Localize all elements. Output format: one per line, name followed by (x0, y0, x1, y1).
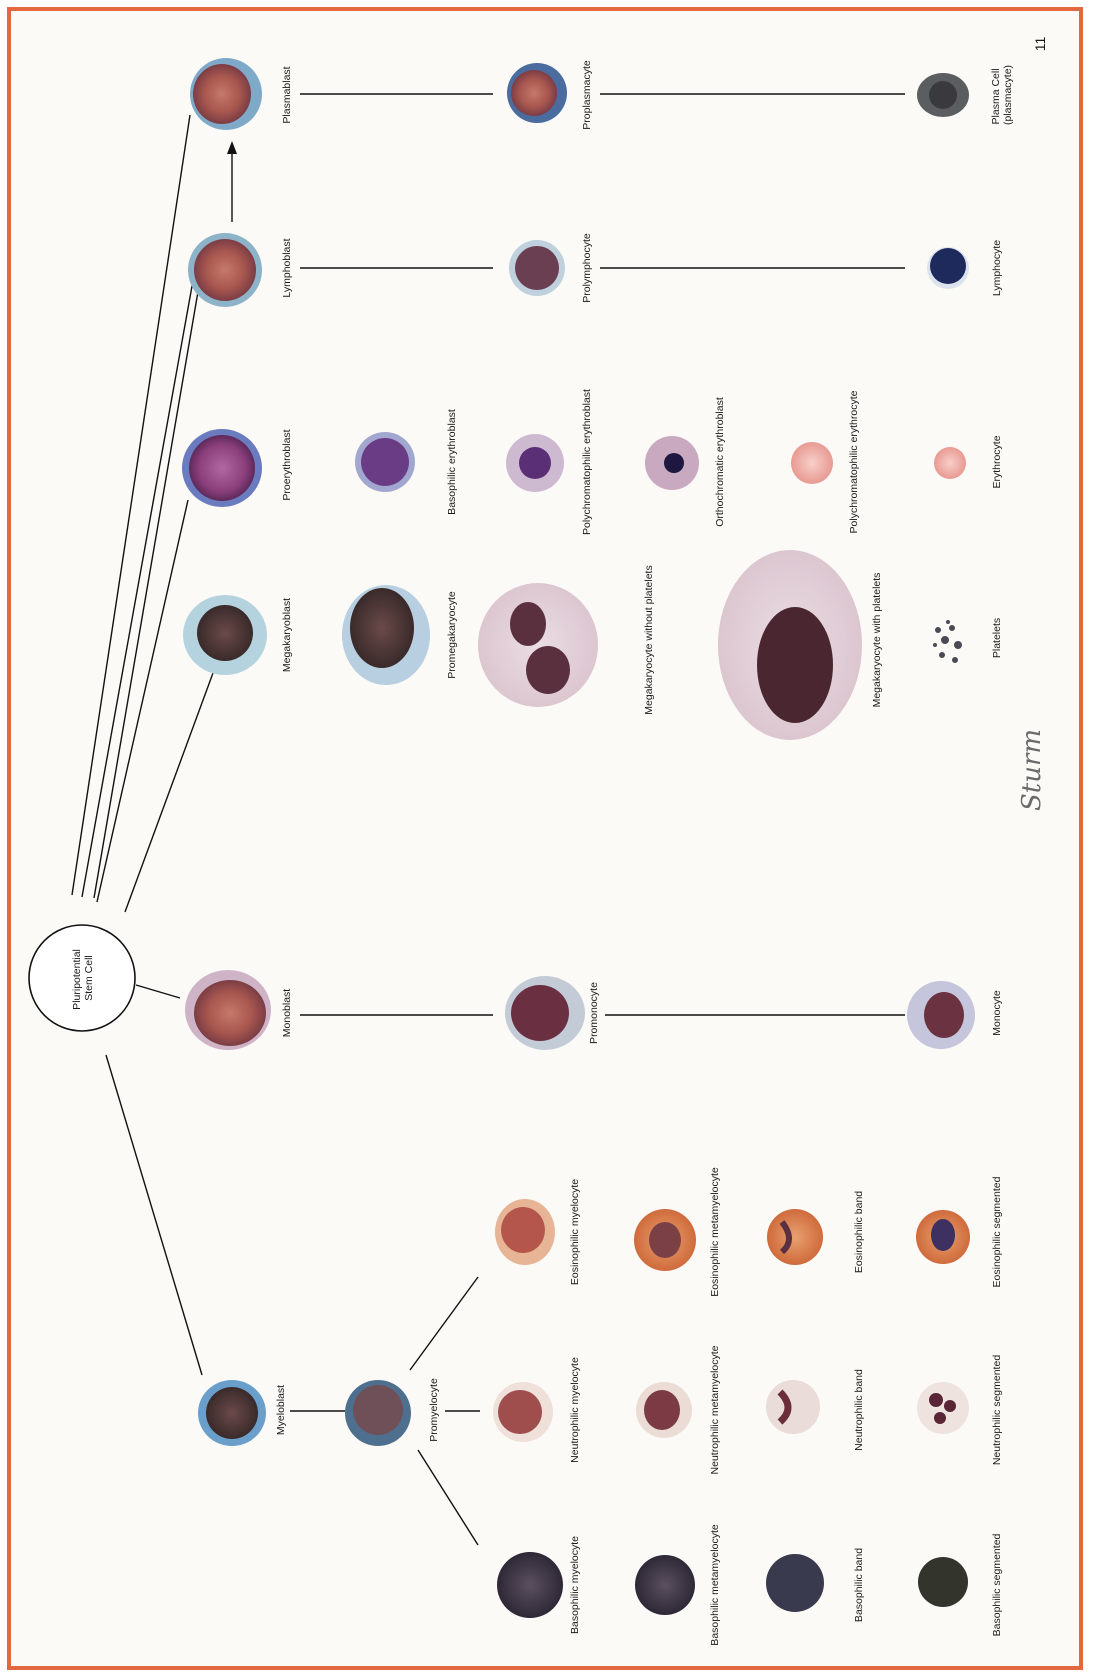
monoblast-cell-image (185, 970, 271, 1050)
label-neutrophilic-myelocyte: Neutrophilic myelocyte (569, 1357, 581, 1463)
connector-stem-lymphoblast-b (94, 280, 200, 898)
erythrocyte-cell-image (934, 447, 966, 479)
neutrophilic-segmented-cell-image (917, 1382, 969, 1434)
eosinophilic-segmented-cell-image (916, 1210, 970, 1264)
label-eosinophilic-myelocyte: Eosinophilic myelocyte (569, 1179, 581, 1285)
promyelocyte-cell-image (345, 1380, 411, 1446)
label-orthochromatic-erythroblast: Orthochromatic erythroblast (714, 397, 726, 527)
label-basophilic-erythroblast: Basophilic erythroblast (446, 409, 458, 515)
artist-signature: Sturm (1017, 729, 1047, 811)
megakaryocyte-with-platelets-cell-image (718, 550, 862, 740)
plasma-cell-cell-image (917, 73, 969, 117)
basophilic-segmented-cell-image (918, 1557, 968, 1607)
proplasmacyte-cell-image (507, 63, 567, 123)
label-lymphoblast: Lymphoblast (281, 238, 293, 297)
eosinophilic-band-cell-image (767, 1209, 823, 1265)
label-proplasmacyte: Proplasmacyte (581, 60, 593, 130)
label-promonocyte: Promonocyte (588, 982, 600, 1044)
label-prolymphocyte: Prolymphocyte (581, 233, 593, 303)
connector-stem-myeloblast (106, 1055, 202, 1375)
label-lymphocyte: Lymphocyte (991, 240, 1003, 296)
label-eosinophilic-band: Eosinophilic band (853, 1191, 865, 1273)
polychromatophilic-erythroblast-cell-image (506, 434, 564, 492)
label-erythrocyte: Erythrocyte (991, 435, 1003, 488)
connector-promyelocyte-eosinophilic (410, 1277, 478, 1370)
basophilic-band-cell-image (766, 1554, 824, 1612)
label-neutrophilic-band: Neutrophilic band (853, 1369, 865, 1451)
neutrophilic-myelocyte-cell-image (493, 1382, 553, 1442)
orthochromatic-erythroblast-cell-image (645, 436, 699, 490)
stem-cell-node: Pluripotential Stem Cell (29, 925, 135, 1031)
basophilic-myelocyte-cell-image (497, 1552, 563, 1618)
proerythroblast-cell-image (182, 429, 262, 507)
connector-stem-plasmablast (72, 115, 190, 895)
lymphocyte-cell-image (927, 247, 969, 289)
label-promyelocyte: Promyelocyte (428, 1378, 440, 1442)
myeloblast-cell-image (198, 1380, 266, 1446)
label-plasma-cell: Plasma Cell (plasmacyte) (990, 65, 1014, 125)
connector-stem-lymphoblast-a (82, 275, 194, 897)
label-basophilic-segmented: Basophilic segmented (991, 1533, 1003, 1636)
arrow-head (227, 141, 237, 154)
prolymphocyte-cell-image (509, 240, 565, 296)
megakaryocyte-without-platelets-cell-image (478, 583, 598, 707)
stem-cell-label: Pluripotential Stem Cell (71, 946, 95, 1010)
label-eosinophilic-segmented: Eosinophilic segmented (991, 1176, 1003, 1287)
connector-lines (72, 94, 905, 1545)
label-megakaryoblast: Megakaryoblast (281, 598, 293, 672)
label-megakaryocyte-without-platelets: Megakaryocyte without platelets (643, 565, 655, 714)
neutrophilic-metamyelocyte-cell-image (636, 1382, 692, 1438)
eosinophilic-metamyelocyte-cell-image (634, 1209, 696, 1271)
label-promegakaryocyte: Promegakaryocyte (446, 591, 458, 679)
megakaryoblast-cell-image (183, 595, 267, 675)
promonocyte-cell-image (505, 976, 585, 1050)
label-eosinophilic-metamyelocyte: Eosinophilic metamyelocyte (709, 1167, 721, 1297)
page-number: 11 (1032, 37, 1048, 52)
basophilic-metamyelocyte-cell-image (635, 1555, 695, 1615)
label-megakaryocyte-with-platelets: Megakaryocyte with platelets (871, 573, 883, 708)
label-polychromatophilic-erythrocyte: Polychromatophilic erythrocyte (848, 390, 860, 533)
label-plasmablast: Plasmablast (281, 66, 293, 123)
connector-stem-monoblast (136, 985, 180, 998)
connector-promyelocyte-basophilic (418, 1450, 478, 1545)
label-platelets: Platelets (991, 618, 1003, 658)
promegakaryocyte-cell-image (342, 585, 430, 685)
label-monoblast: Monoblast (281, 989, 293, 1038)
label-myeloblast: Myeloblast (275, 1385, 287, 1435)
neutrophilic-band-cell-image (766, 1380, 820, 1434)
label-neutrophilic-metamyelocyte: Neutrophilic metamyelocyte (709, 1345, 721, 1474)
platelets-cell-image (933, 620, 962, 663)
eosinophilic-myelocyte-cell-image (495, 1199, 555, 1265)
label-proerythroblast: Proerythroblast (281, 429, 293, 500)
label-basophilic-myelocyte: Basophilic myelocyte (569, 1536, 581, 1634)
plasmablast-cell-image (190, 58, 262, 130)
lymphoblast-cell-image (188, 233, 262, 307)
label-monocyte: Monocyte (991, 990, 1003, 1036)
label-neutrophilic-segmented: Neutrophilic segmented (991, 1355, 1003, 1465)
connector-stem-megakaryoblast (125, 673, 213, 912)
label-basophilic-metamyelocyte: Basophilic metamyelocyte (709, 1524, 721, 1646)
label-polychromatophilic-erythroblast: Polychromatophilic erythroblast (581, 389, 593, 535)
polychromatophilic-erythrocyte-cell-image (791, 442, 833, 484)
label-basophilic-band: Basophilic band (853, 1548, 865, 1622)
monocyte-cell-image (907, 981, 975, 1049)
basophilic-erythroblast-cell-image (355, 432, 415, 492)
